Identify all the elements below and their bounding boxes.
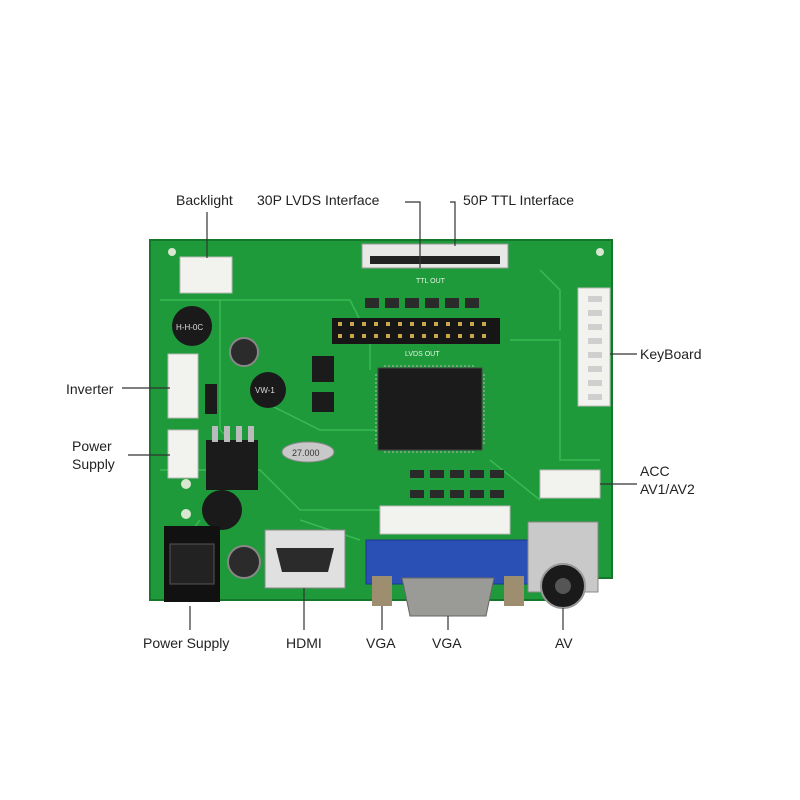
inductor bbox=[250, 372, 286, 408]
label-av: AV bbox=[555, 635, 573, 651]
main-controller-chip bbox=[377, 367, 483, 451]
label-power-supply-bottom: Power Supply bbox=[143, 635, 230, 651]
label-30p-lvds-interface: 30P LVDS Interface bbox=[257, 192, 380, 208]
backlight-connector bbox=[179, 256, 233, 294]
label-power-supply-left: Power Supply bbox=[72, 437, 115, 473]
transistor bbox=[312, 392, 334, 412]
inductor bbox=[202, 490, 242, 530]
label-keyboard: KeyBoard bbox=[640, 346, 702, 362]
inverter-connector bbox=[167, 353, 199, 419]
label-vga-1: VGA bbox=[366, 635, 396, 651]
mount-hole bbox=[181, 509, 191, 519]
label-av1-av2: AV1/AV2 bbox=[640, 481, 695, 497]
label-backlight: Backlight bbox=[176, 192, 233, 208]
keyboard-connector bbox=[577, 287, 611, 407]
vga-screw bbox=[504, 576, 524, 606]
transistor bbox=[312, 356, 334, 382]
callout-lines bbox=[122, 201, 637, 630]
crystal-text: 27.000 bbox=[292, 448, 320, 458]
power-supply-connector bbox=[167, 429, 199, 479]
label-power-supply-left-line1: Power bbox=[72, 438, 112, 454]
label-vga-2: VGA bbox=[432, 635, 462, 651]
inductor bbox=[172, 306, 212, 346]
vga-screw bbox=[372, 576, 392, 606]
label-power-supply-left-line2: Supply bbox=[72, 456, 115, 472]
lvds-pin-header bbox=[332, 318, 500, 344]
label-acc-av: ACC AV1/AV2 bbox=[640, 462, 695, 498]
acc-av-connector bbox=[539, 469, 601, 499]
lvds-out-silkscreen: LVDS OUT bbox=[405, 351, 440, 358]
vga-header-connector bbox=[379, 505, 511, 535]
crystal-oscillator bbox=[281, 441, 335, 463]
label-50p-ttl-interface: 50P TTL Interface bbox=[463, 192, 575, 208]
capacitor bbox=[227, 545, 261, 579]
diode bbox=[205, 384, 217, 414]
mount-hole bbox=[596, 248, 604, 256]
mount-hole bbox=[181, 479, 191, 489]
capacitor bbox=[229, 337, 259, 367]
vga-dsub-shell bbox=[401, 577, 495, 617]
label-hdmi: HDMI bbox=[286, 635, 322, 651]
label-inverter: Inverter bbox=[66, 381, 114, 397]
fpc-slot bbox=[370, 256, 500, 264]
inductor-2-text: VW-1 bbox=[255, 386, 275, 395]
inductor-1-text: H-H-0C bbox=[176, 323, 203, 332]
label-acc: ACC bbox=[640, 463, 670, 479]
ttl-out-silkscreen: TTL OUT bbox=[416, 278, 446, 285]
mount-hole bbox=[168, 248, 176, 256]
voltage-regulator bbox=[206, 440, 258, 490]
